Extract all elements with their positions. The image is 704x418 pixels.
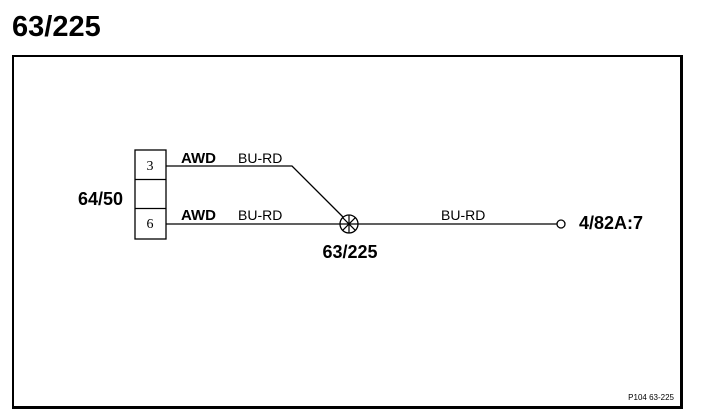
splice-id-label: 63/225 [322,242,377,262]
wire-1-color: BU-RD [238,150,282,166]
connector-pin-3: 3 [147,159,154,174]
connector-body [134,149,167,240]
diagram-frame [12,55,683,409]
page-title: 63/225 [12,11,101,43]
wire-2-color: BU-RD [238,207,282,223]
connector-id-label: 64/50 [78,189,123,209]
wire-1-circuit: AWD [181,150,216,167]
wire-2-circuit: AWD [181,207,216,224]
wire-3-color: BU-RD [441,207,485,223]
splice-icon [339,214,359,234]
connector-64-50: 3 6 [134,149,167,240]
footer-reference: P104 63-225 [628,393,674,402]
wire-pin-3 [166,165,344,218]
connector-pin-6: 6 [147,217,154,232]
destination-label: 4/82A:7 [579,213,643,233]
terminal-icon [556,219,566,229]
